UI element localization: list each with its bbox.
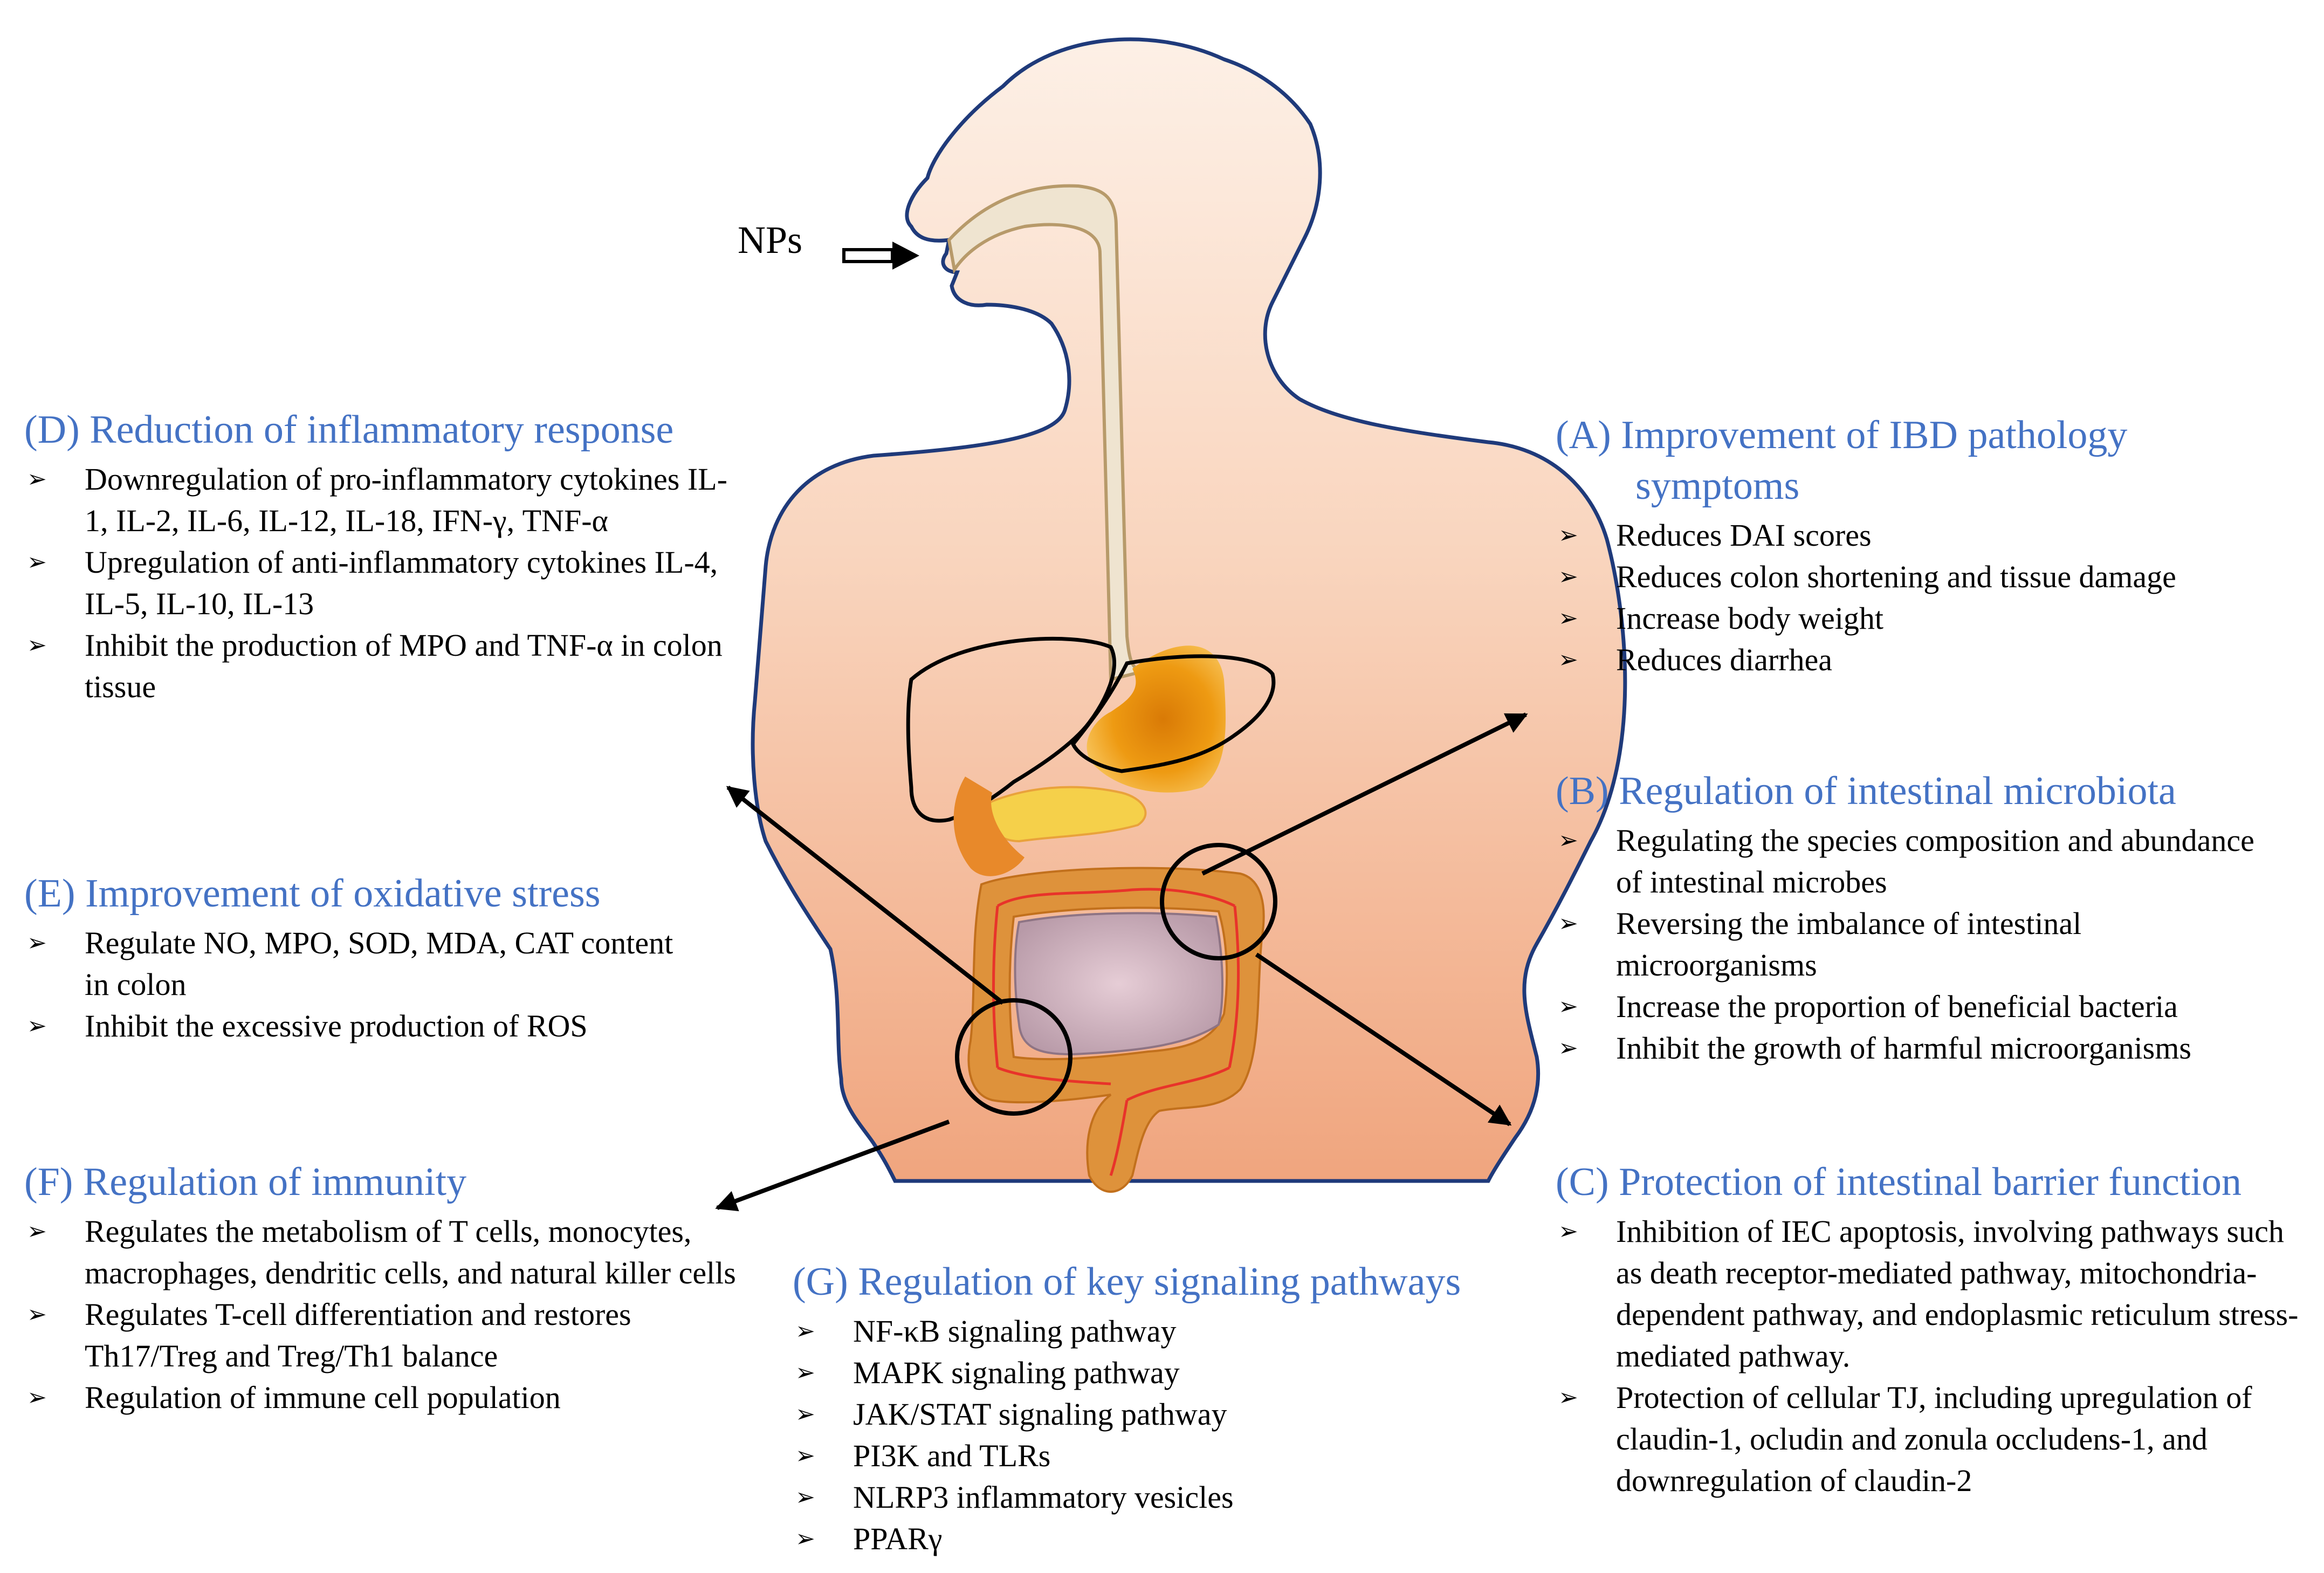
- list-item: PPARγ: [793, 1518, 1537, 1560]
- panel-title: (C) Protection of intestinal barrier fun…: [1556, 1160, 2242, 1204]
- panel-title: (F) Regulation of immunity: [24, 1160, 467, 1204]
- panel-intestinal-barrier: (C) Protection of intestinal barrier fun…: [1556, 1157, 2311, 1501]
- list-item: Increase the proportion of beneficial ba…: [1556, 986, 2273, 1027]
- arrow-to-C: [1255, 952, 1512, 1126]
- list-item: Downregulation of pro-inflammatory cytok…: [24, 458, 747, 541]
- list-item: Inhibit the production of MPO and TNF-α …: [24, 624, 747, 707]
- panel-intestinal-microbiota: (B) Regulation of intestinal microbiota …: [1556, 766, 2273, 1069]
- panel-inflammatory-response: (D) Reduction of inflammatory response D…: [24, 404, 747, 707]
- bullet-list: Regulates the metabolism of T cells, mon…: [24, 1211, 752, 1418]
- bullet-list: Regulate NO, MPO, SOD, MDA, CAT content …: [24, 922, 698, 1047]
- arrow-to-F: [715, 1119, 950, 1212]
- list-item: Protection of cellular TJ, including upr…: [1556, 1377, 2311, 1501]
- body-silhouette: [751, 37, 1627, 1183]
- panel-ibd-pathology: (A) Improvement of IBD pathology symptom…: [1556, 410, 2311, 681]
- panel-immunity: (F) Regulation of immunity Regulates the…: [24, 1157, 752, 1418]
- list-item: NLRP3 inflammatory vesicles: [793, 1476, 1537, 1518]
- arrow-to-A: [1201, 712, 1528, 876]
- liver-outline: [906, 636, 1116, 823]
- magnifier-circle-left: [955, 998, 1072, 1116]
- list-item: Regulate NO, MPO, SOD, MDA, CAT content …: [24, 922, 698, 1005]
- list-item: Inhibition of IEC apoptosis, involving p…: [1556, 1211, 2311, 1377]
- arrow-to-D: [726, 785, 1005, 1005]
- stomach-outline: [1070, 654, 1276, 773]
- list-item: Upregulation of anti-inflammatory cytoki…: [24, 541, 747, 624]
- panel-title: (E) Improvement of oxidative stress: [24, 871, 601, 916]
- bullet-list: Downregulation of pro-inflammatory cytok…: [24, 458, 747, 707]
- bullet-list: Reduces DAI scores Reduces colon shorten…: [1556, 514, 2311, 681]
- bullet-list: Inhibition of IEC apoptosis, involving p…: [1556, 1211, 2311, 1501]
- panel-oxidative-stress: (E) Improvement of oxidative stress Regu…: [24, 868, 698, 1047]
- list-item: PI3K and TLRs: [793, 1435, 1537, 1476]
- panel-title-line1: (A) Improvement of IBD pathology: [1556, 413, 2128, 457]
- list-item: Reduces diarrhea: [1556, 639, 2311, 681]
- list-item: NF-κB signaling pathway: [793, 1310, 1537, 1352]
- list-item: Reversing the imbalance of intestinal mi…: [1556, 903, 2273, 986]
- list-item: Inhibit the excessive production of ROS: [24, 1005, 698, 1047]
- list-item: Reduces colon shortening and tissue dama…: [1556, 556, 2311, 597]
- panel-title: (D) Reduction of inflammatory response: [24, 408, 674, 452]
- bullet-list: Regulating the species composition and a…: [1556, 820, 2273, 1069]
- panel-title-line2: symptoms: [1635, 464, 1800, 508]
- panel-title: (A) Improvement of IBD pathology symptom…: [1556, 410, 2311, 511]
- panel-title: (B) Regulation of intestinal microbiota: [1556, 769, 2176, 813]
- list-item: MAPK signaling pathway: [793, 1352, 1537, 1393]
- list-item: Regulates the metabolism of T cells, mon…: [24, 1211, 752, 1294]
- panel-signaling-pathways: (G) Regulation of key signaling pathways…: [793, 1256, 1537, 1560]
- list-item: Regulating the species composition and a…: [1556, 820, 2273, 903]
- bullet-list: NF-κB signaling pathway MAPK signaling p…: [793, 1310, 1537, 1560]
- duodenum: [953, 777, 1025, 876]
- pancreas: [985, 786, 1147, 843]
- small-intestine: [1014, 912, 1223, 1056]
- list-item: Regulation of immune cell population: [24, 1377, 752, 1418]
- list-item: Reduces DAI scores: [1556, 514, 2311, 556]
- list-item: Regulates T-cell differentiation and res…: [24, 1294, 752, 1377]
- list-item: Increase body weight: [1556, 597, 2311, 639]
- list-item: JAK/STAT signaling pathway: [793, 1393, 1537, 1435]
- list-item: Inhibit the growth of harmful microorgan…: [1556, 1027, 2273, 1069]
- input-arrow: [842, 242, 919, 270]
- magnifier-circle-right: [1160, 843, 1277, 960]
- nanoparticle-input-label: NPs: [738, 218, 803, 262]
- blood-vessels: [992, 888, 1240, 1176]
- panel-title: (G) Regulation of key signaling pathways: [793, 1260, 1461, 1304]
